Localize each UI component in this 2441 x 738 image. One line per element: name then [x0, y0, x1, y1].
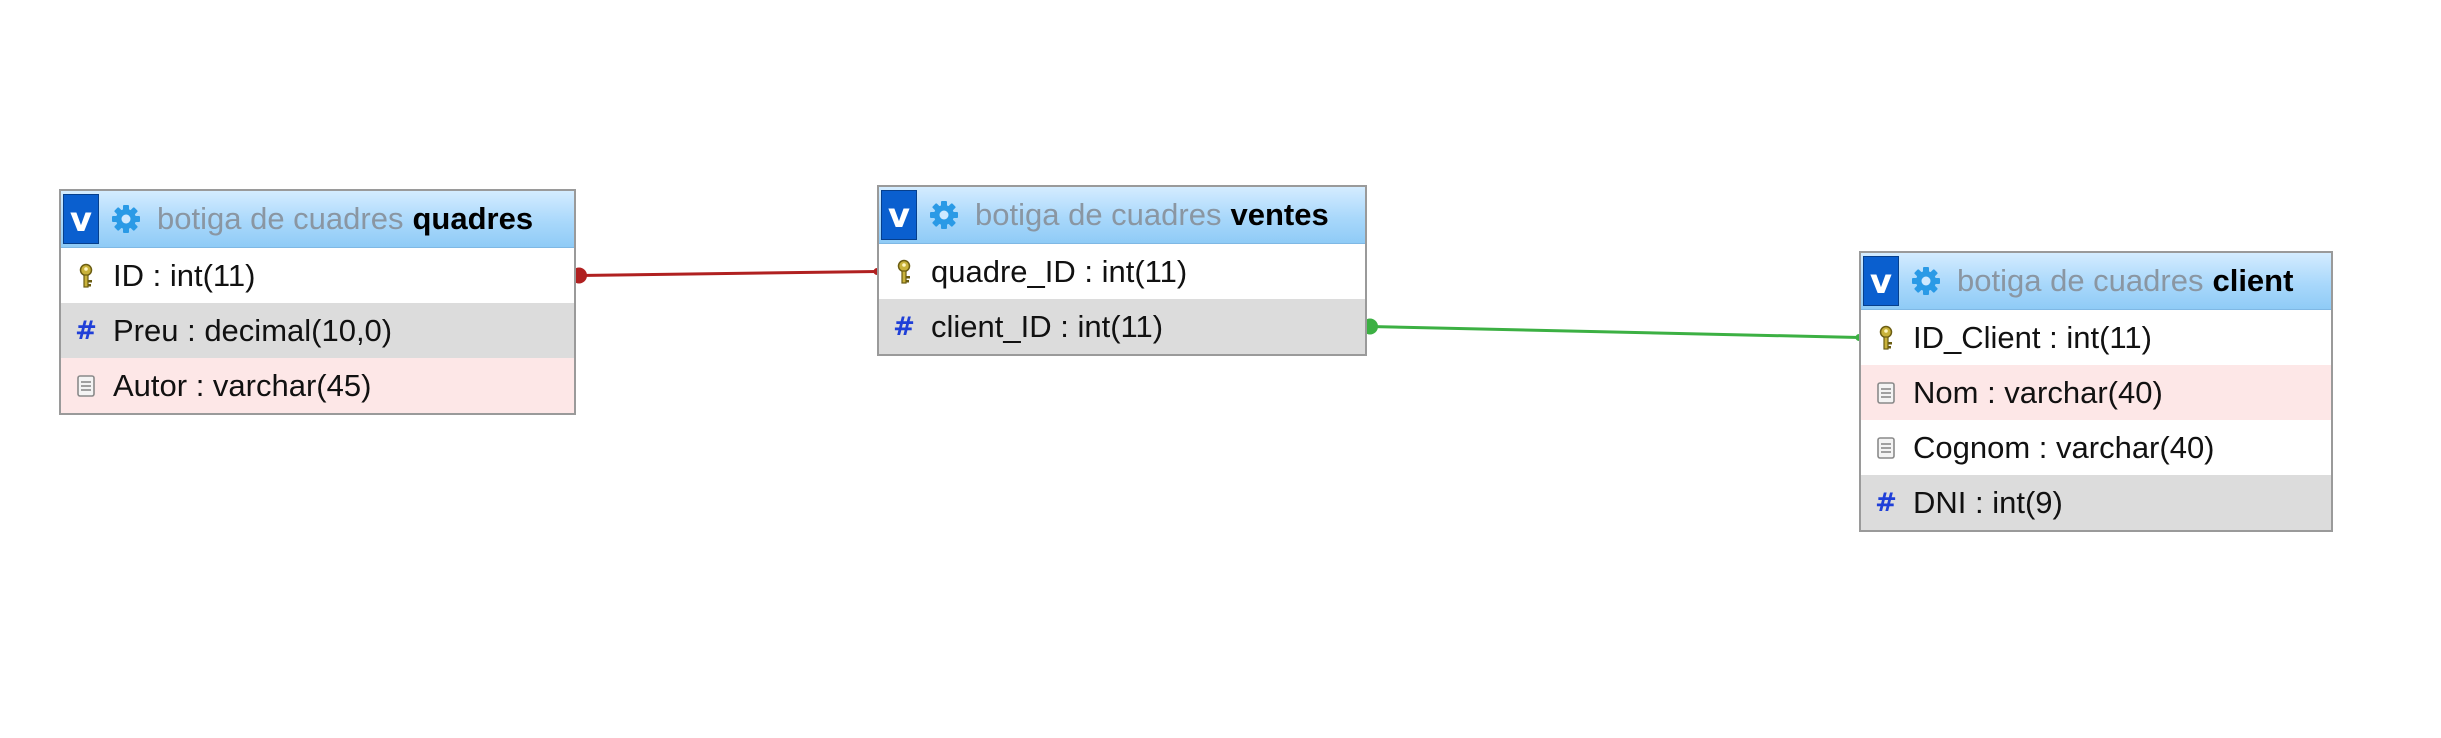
column-row[interactable]: # client_ID : int(11) — [879, 299, 1365, 354]
column-row[interactable]: quadre_ID : int(11) — [879, 244, 1365, 299]
toggle-columns-button[interactable]: v — [1863, 256, 1899, 306]
key-icon — [889, 257, 919, 287]
gear-icon[interactable] — [1909, 264, 1943, 298]
database-name: botiga de cuadres — [975, 197, 1222, 232]
database-name: botiga de cuadres — [1957, 263, 2204, 298]
column-row[interactable]: Autor : varchar(45) — [61, 358, 574, 413]
column-row[interactable]: ID_Client : int(11) — [1861, 310, 2331, 365]
column-label: client_ID : int(11) — [931, 308, 1164, 344]
toggle-columns-button[interactable]: v — [63, 194, 99, 244]
text-field-icon — [1871, 433, 1901, 463]
gear-icon[interactable] — [109, 202, 143, 236]
table-name: quadres — [412, 201, 534, 236]
column-label: quadre_ID : int(11) — [931, 253, 1188, 289]
key-icon — [1871, 323, 1901, 353]
column-label: ID_Client : int(11) — [1913, 319, 2152, 355]
column-label: Autor : varchar(45) — [113, 367, 372, 403]
column-label: Cognom : varchar(40) — [1913, 429, 2215, 465]
table-name: client — [2212, 263, 2294, 298]
key-icon — [71, 261, 101, 291]
column-label: Nom : varchar(40) — [1913, 374, 2163, 410]
column-label: DNI : int(9) — [1913, 484, 2063, 520]
column-row[interactable]: Nom : varchar(40) — [1861, 365, 2331, 420]
gear-icon[interactable] — [927, 198, 961, 232]
column-label: ID : int(11) — [113, 257, 256, 293]
text-field-icon — [71, 371, 101, 401]
column-label: Preu : decimal(10,0) — [113, 312, 393, 348]
toggle-columns-button[interactable]: v — [881, 190, 917, 240]
column-row[interactable]: ID : int(11) — [61, 248, 574, 303]
column-row[interactable]: Cognom : varchar(40) — [1861, 420, 2331, 475]
column-row[interactable]: # DNI : int(9) — [1861, 475, 2331, 530]
numeric-icon: # — [893, 311, 915, 342]
relation-line — [1369, 325, 1860, 339]
relation-line — [578, 270, 878, 277]
column-row[interactable]: # Preu : decimal(10,0) — [61, 303, 574, 358]
database-name: botiga de cuadres — [157, 201, 404, 236]
numeric-icon: # — [75, 315, 97, 346]
numeric-icon: # — [1875, 487, 1897, 518]
text-field-icon — [1871, 378, 1901, 408]
table-name: ventes — [1230, 197, 1329, 232]
